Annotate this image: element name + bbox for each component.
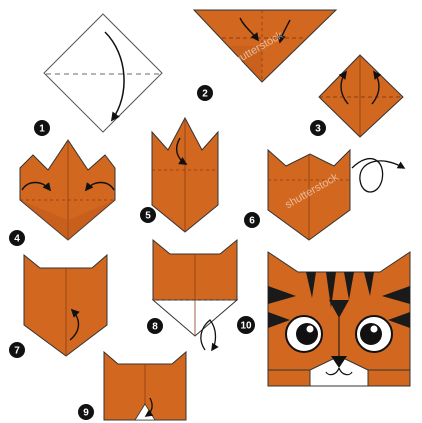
step-9-paper xyxy=(104,352,186,420)
step-number-4: 4 xyxy=(9,230,25,246)
svg-text:3: 3 xyxy=(315,124,321,135)
step-7-paper xyxy=(24,255,107,356)
step-4-paper xyxy=(20,140,115,240)
svg-text:4: 4 xyxy=(14,234,20,245)
step-6-paper: shutterstock xyxy=(268,150,404,240)
step-10-tiger-face xyxy=(268,252,410,386)
step-number-7: 7 xyxy=(9,342,25,358)
step-5-paper xyxy=(152,118,218,232)
step-8-paper xyxy=(153,240,237,350)
step-number-2: 2 xyxy=(197,85,213,101)
svg-text:9: 9 xyxy=(83,408,89,419)
step-1-paper xyxy=(44,14,162,132)
step-number-1: 1 xyxy=(34,120,50,136)
svg-text:5: 5 xyxy=(145,211,151,222)
step-number-10: 10 xyxy=(237,316,255,334)
svg-text:8: 8 xyxy=(152,322,158,333)
step-number-3: 3 xyxy=(310,120,326,136)
step-3-paper xyxy=(319,55,403,137)
step-number-8: 8 xyxy=(147,318,163,334)
step-number-5: 5 xyxy=(140,207,156,223)
svg-text:2: 2 xyxy=(202,89,208,100)
svg-text:7: 7 xyxy=(14,346,20,357)
turn-over-arrow xyxy=(352,159,404,192)
svg-text:1: 1 xyxy=(39,124,45,135)
step-number-6: 6 xyxy=(244,212,260,228)
step-number-9: 9 xyxy=(78,404,94,420)
svg-text:6: 6 xyxy=(249,216,255,227)
step-2-paper: shutterstock xyxy=(194,10,336,82)
svg-text:10: 10 xyxy=(240,321,252,332)
